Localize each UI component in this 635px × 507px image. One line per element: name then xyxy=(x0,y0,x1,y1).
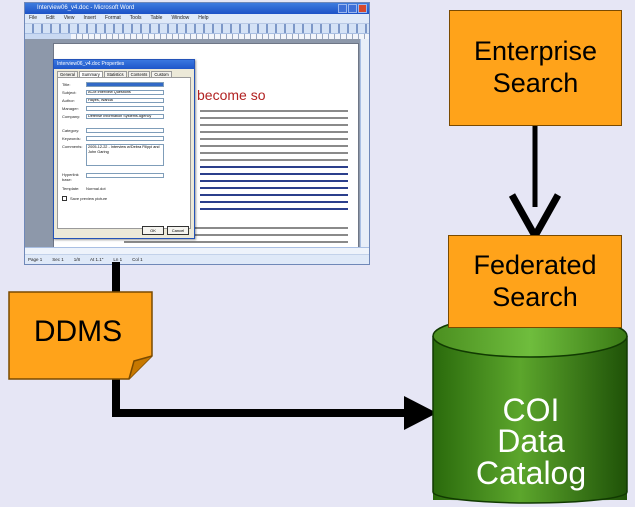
menu-table[interactable]: Table xyxy=(150,15,163,21)
hyperlink-label: Hyperlink base: xyxy=(62,172,79,182)
menu-view[interactable]: View xyxy=(63,15,75,21)
word-menu-bar: File Edit View Insert Format Tools Table… xyxy=(25,14,369,24)
enterprise-search-box: Enterprise Search xyxy=(449,10,622,126)
federated-line-1: Federated xyxy=(473,249,597,280)
vertical-scrollbar[interactable] xyxy=(360,39,369,248)
coi-line-2: Data xyxy=(497,423,565,460)
federated-search-box: Federated Search xyxy=(448,235,622,328)
menu-insert[interactable]: Insert xyxy=(83,15,96,21)
subject-field[interactable]: ACM Interview Questions xyxy=(86,90,164,95)
keywords-field[interactable] xyxy=(86,136,164,141)
ddms-label: DDMS xyxy=(33,315,123,348)
coi-line-3: Catalog xyxy=(475,454,587,491)
template-value: Normal.dot xyxy=(86,186,106,191)
tab-contents[interactable]: Contents xyxy=(127,71,151,77)
word-title-bar: Interview06_v4.doc - Microsoft Word xyxy=(25,3,369,14)
enterprise-to-federated-arrow xyxy=(508,126,562,244)
hyperlink-field[interactable] xyxy=(86,173,164,178)
status-pages: 1/8 xyxy=(73,257,81,262)
category-field[interactable] xyxy=(86,128,164,133)
author-field[interactable]: Hayes, Wanda xyxy=(86,98,164,103)
status-line: Ln 1 xyxy=(113,257,123,262)
word-status-bar: Page 1 Sec 1 1/8 At 1.1" Ln 1 Col 1 xyxy=(25,247,369,264)
summary-panel: Title: Subject: ACM Interview Questions … xyxy=(57,77,191,229)
coi-line-1: COI xyxy=(502,392,560,428)
window-controls xyxy=(338,4,367,13)
federated-line-2: Search xyxy=(492,281,578,312)
status-section: Sec 1 xyxy=(52,257,64,262)
comments-field[interactable]: 2005-12-22 - Interview w/Debra Filippi a… xyxy=(86,144,164,166)
title-field[interactable] xyxy=(86,82,164,87)
comments-label: Comments: xyxy=(62,144,83,149)
tab-custom[interactable]: Custom xyxy=(151,71,172,77)
word-window-title: Interview06_v4.doc - Microsoft Word xyxy=(37,5,135,11)
ddms-note-fold xyxy=(128,355,153,380)
close-icon[interactable] xyxy=(358,4,367,13)
status-col: Col 1 xyxy=(132,257,143,262)
company-field[interactable]: Defense Information Systems Agency xyxy=(86,114,164,119)
manager-label: Manager: xyxy=(62,106,79,111)
manager-field[interactable] xyxy=(86,106,164,111)
dialog-buttons: OK Cancel xyxy=(142,226,189,235)
menu-help[interactable]: Help xyxy=(198,15,209,21)
subject-label: Subject: xyxy=(62,90,77,95)
menu-window[interactable]: Window xyxy=(171,15,190,21)
category-label: Category: xyxy=(62,128,80,133)
preview-label: Save preview picture xyxy=(70,196,108,201)
menu-edit[interactable]: Edit xyxy=(46,15,55,21)
menu-format[interactable]: Format xyxy=(104,15,121,21)
title-label: Title: xyxy=(62,82,71,87)
author-label: Author: xyxy=(62,98,75,103)
menu-file[interactable]: File xyxy=(29,15,38,21)
status-at: At 1.1" xyxy=(90,257,104,262)
preview-checkbox[interactable] xyxy=(62,196,67,201)
status-page: Page 1 xyxy=(28,257,43,262)
document-heading: become so xyxy=(197,87,266,103)
tab-summary[interactable]: Summary xyxy=(78,71,103,77)
properties-dialog: Interview06_v4.doc Properties General Su… xyxy=(53,59,195,239)
word-toolbar[interactable] xyxy=(25,24,369,34)
minimize-icon[interactable] xyxy=(338,4,347,13)
dialog-title: Interview06_v4.doc Properties xyxy=(54,60,194,69)
enterprise-line-1: Enterprise xyxy=(473,36,598,67)
ok-button[interactable]: OK xyxy=(142,226,164,235)
coi-catalog-label: COI Data Catalog xyxy=(441,392,621,491)
menu-tools[interactable]: Tools xyxy=(129,15,142,21)
company-label: Company: xyxy=(62,114,81,119)
maximize-icon[interactable] xyxy=(348,4,357,13)
horizontal-scrollbar[interactable] xyxy=(25,248,369,255)
ddms-to-catalog-arrow xyxy=(112,262,437,430)
tab-statistics[interactable]: Statistics xyxy=(103,71,127,77)
tab-general[interactable]: General xyxy=(57,71,78,77)
enterprise-line-2: Search xyxy=(492,68,579,98)
keywords-label: Keywords: xyxy=(62,136,81,141)
document-text-lines xyxy=(200,110,348,215)
word-screenshot: Interview06_v4.doc - Microsoft Word File… xyxy=(24,2,370,265)
template-label: Template: xyxy=(62,186,80,191)
cancel-button[interactable]: Cancel xyxy=(167,226,189,235)
dialog-tabs: General Summary Statistics Contents Cust… xyxy=(54,69,194,77)
